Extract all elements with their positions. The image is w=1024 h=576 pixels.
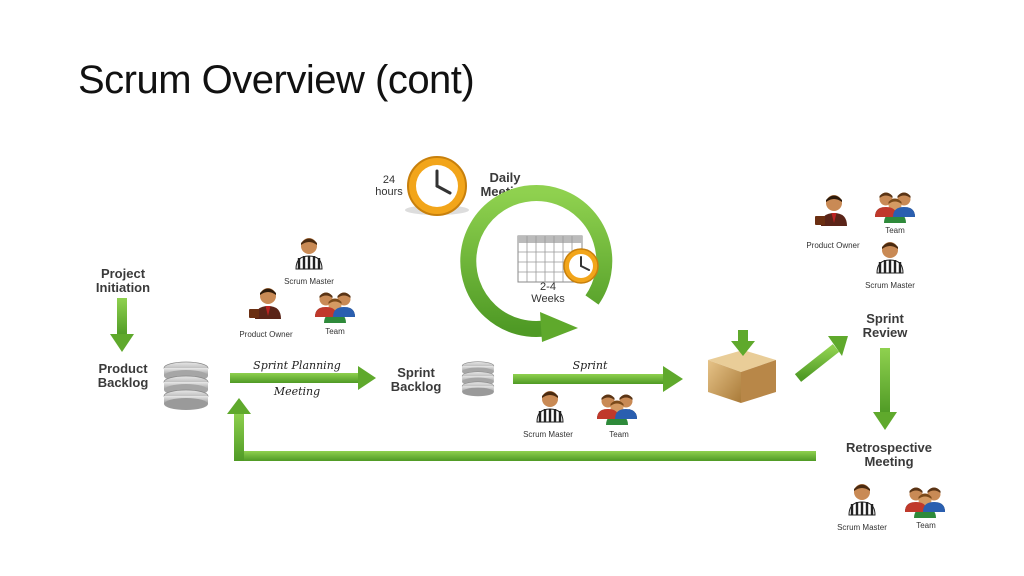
sprint-planning-label-1: Sprint Planning [253, 359, 341, 372]
sprint-planning-arrow [230, 366, 376, 390]
review-down-arrow [873, 348, 897, 430]
sprint-review-label-2: Review [863, 325, 909, 340]
daily-meeting-label-1: Daily [489, 170, 521, 185]
calendar-icon [517, 235, 599, 284]
sprint-team-icon [597, 395, 637, 426]
sprint-label: Sprint [573, 359, 608, 372]
product-owner-label: Product Owner [239, 330, 293, 339]
product-backlog-stack-icon [163, 361, 209, 411]
review-scrum-master-label: Scrum Master [865, 281, 915, 290]
review-product-owner-label: Product Owner [806, 241, 860, 250]
sprint-review-label-1: Sprint [866, 311, 904, 326]
retrospective-label-1: Retrospective [846, 440, 932, 455]
weeks-label: Weeks [531, 293, 565, 305]
project-initiation-label-2: Initiation [96, 280, 150, 295]
sprint-scrum-master-label: Scrum Master [523, 430, 573, 439]
team-label: Team [325, 327, 345, 336]
review-team-label: Team [885, 226, 905, 235]
review-diagonal-arrow [794, 336, 848, 382]
scrum-master-label: Scrum Master [284, 277, 334, 286]
sprint-backlog-stack-icon [461, 361, 495, 397]
page-title: Scrum Overview (cont) [78, 58, 475, 102]
hours-label: hours [375, 186, 403, 198]
feedback-loop-arrow [227, 398, 816, 461]
retro-team-label: Team [916, 521, 936, 530]
product-backlog-label-2: Backlog [98, 375, 149, 390]
team-icon [315, 293, 355, 324]
product-increment-box-icon [708, 330, 776, 403]
sprint-cycle-arrow [460, 185, 613, 342]
weeks-number: 2-4 [540, 281, 556, 293]
review-scrum-master-icon [875, 240, 905, 275]
sprint-planning-label-2: Meeting [273, 385, 320, 398]
review-product-owner-icon [815, 195, 847, 226]
sprint-scrum-master-icon [535, 389, 565, 424]
retro-team-icon [905, 488, 945, 519]
project-initiation-label-1: Project [101, 266, 146, 281]
daily-clock-icon [405, 156, 469, 216]
hours-number: 24 [383, 174, 395, 186]
scrum-master-icon [294, 236, 324, 271]
retrospective-label-2: Meeting [864, 454, 913, 469]
product-owner-icon [249, 288, 281, 319]
review-team-icon [875, 193, 915, 224]
retro-scrum-master-icon [847, 482, 877, 517]
sprint-arrow [513, 366, 683, 392]
product-backlog-label-1: Product [98, 361, 148, 376]
sprint-backlog-label-1: Sprint [397, 365, 435, 380]
sprint-backlog-label-2: Backlog [391, 379, 442, 394]
retro-scrum-master-label: Scrum Master [837, 523, 887, 532]
initiation-down-arrow [110, 298, 134, 352]
sprint-team-label: Team [609, 430, 629, 439]
